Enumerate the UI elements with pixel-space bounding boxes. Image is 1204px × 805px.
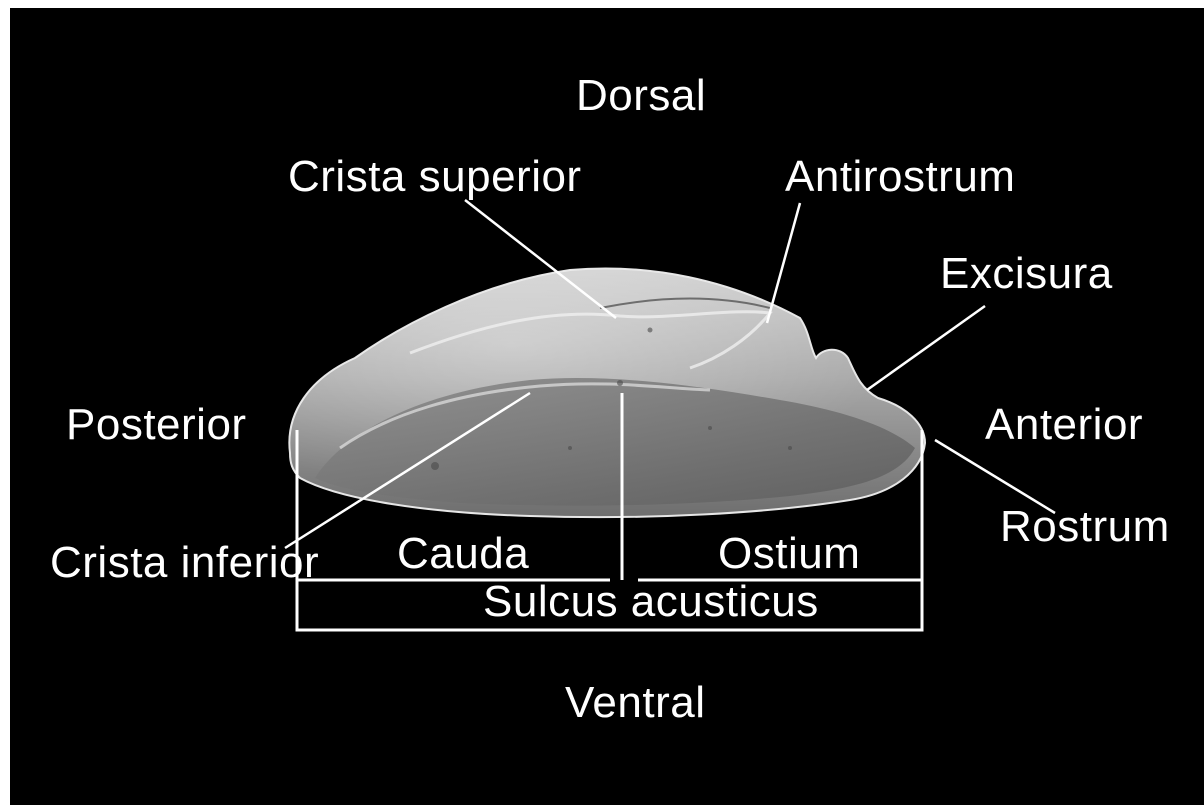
label-cauda: Cauda [397,532,529,576]
label-crista-inferior: Crista inferior [50,541,319,585]
label-ventral: Ventral [565,681,705,725]
label-ostium: Ostium [718,532,860,576]
label-posterior: Posterior [66,403,247,447]
leader-excisura [867,306,985,390]
leader-antirostrum [767,203,800,323]
label-rostrum: Rostrum [1000,505,1170,549]
label-antirostrum: Antirostrum [785,155,1015,199]
label-crista-superior: Crista superior [288,155,582,199]
label-anterior: Anterior [985,403,1143,447]
label-sulcus-acusticus: Sulcus acusticus [483,580,819,624]
label-dorsal: Dorsal [576,74,706,118]
label-excisura: Excisura [940,252,1113,296]
diagram-panel: Dorsal Crista superior Antirostrum Excis… [10,8,1204,805]
